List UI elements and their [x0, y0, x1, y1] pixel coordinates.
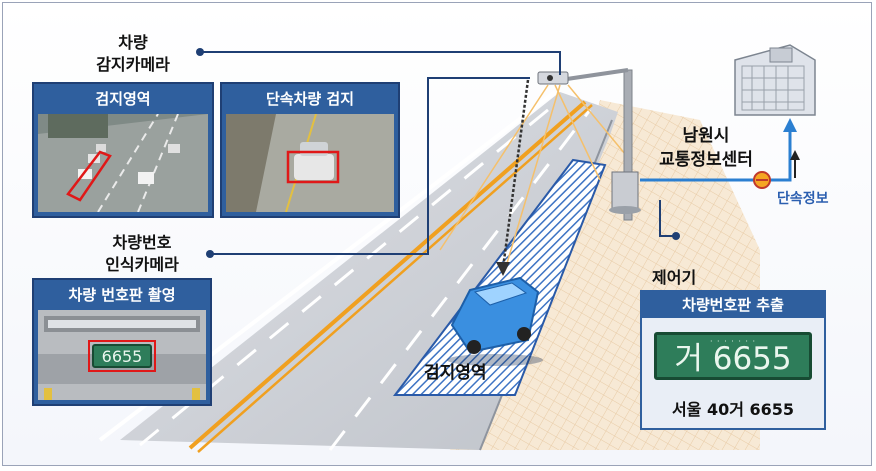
plate-extract-panel: 차량번호판 추출 · · · · · · · 거 6655 서울 40거 665… — [640, 290, 826, 430]
road-photo-illustration — [38, 114, 208, 212]
violation-detect-panel: 단속차량 검지 — [220, 82, 400, 218]
plate-capture-photo: 6655 — [38, 310, 206, 400]
violation-detect-panel-title: 단속차량 검지 — [265, 90, 355, 108]
enforcement-info-label: 단속정보 — [777, 191, 829, 207]
signal-dotted-line — [501, 79, 530, 269]
extracted-plate-text: 서울 40거 6655 — [671, 400, 795, 419]
detection-red-box — [66, 150, 112, 202]
controller-cabinet — [611, 171, 639, 211]
detection-zone-panel-title: 검지영역 — [95, 90, 151, 108]
detection-camera-label: 차량 감지카메라 — [78, 32, 188, 76]
extracted-plate: · · · · · · · 거 6655 — [654, 332, 812, 380]
lane-dash-right — [328, 109, 592, 451]
capture-plate: 6655 — [92, 344, 152, 368]
plate-camera-label-line2: 인식카메라 — [105, 255, 179, 274]
callout-plate-camera — [210, 77, 530, 255]
detection-camera-label-line1: 차량 — [118, 33, 148, 52]
plate-capture-panel-title: 차량 번호판 촬영 — [68, 286, 176, 304]
car-icon — [447, 276, 543, 366]
extracted-plate-number: 거 6655 — [674, 341, 792, 377]
link-to-center — [640, 130, 792, 182]
camera-beam-2 — [554, 84, 601, 181]
camera-lens — [547, 75, 553, 81]
traffic-center-label: 남원시 교통정보센터 — [636, 124, 776, 172]
traffic-center-building-icon — [734, 44, 816, 116]
link-arrowhead — [783, 118, 797, 132]
detection-zone-panel: 검지영역 — [32, 82, 214, 218]
callout-detect-camera — [200, 51, 561, 75]
camera-beam-1 — [439, 84, 549, 251]
camera-beam-3 — [504, 84, 561, 271]
controller-base — [609, 206, 641, 214]
detection-zone-photo — [38, 114, 208, 212]
signal-arrowhead — [496, 262, 510, 276]
plate-extract-panel-title: 차량번호판 추출 — [642, 292, 824, 318]
violation-detect-photo — [226, 114, 394, 212]
traffic-center-label-line2: 교통정보센터 — [659, 150, 753, 170]
capture-plate-red-box — [88, 340, 156, 372]
plate-capture-panel: 차량 번호판 촬영 6655 — [32, 278, 212, 406]
center-line-b — [197, 104, 593, 453]
callout-controller — [659, 200, 676, 237]
violation-red-box — [286, 150, 340, 184]
plate-camera-label: 차량번호 인식카메라 — [82, 232, 202, 276]
extracted-plate-region-strip: · · · · · · · — [709, 337, 757, 346]
controller-label: 제어기 — [652, 268, 697, 287]
detection-zone-road-label: 검지영역 — [424, 363, 487, 383]
center-line-a — [188, 100, 587, 450]
violation-photo-illustration — [226, 114, 394, 212]
plate-camera-label-line1: 차량번호 — [112, 233, 172, 252]
detection-camera-label-line2: 감지카메라 — [96, 55, 170, 74]
traffic-center-label-line1: 남원시 — [682, 126, 730, 146]
car-front-illustration — [38, 310, 206, 400]
camera-beam-4 — [567, 84, 631, 161]
gantry-arm — [559, 68, 629, 82]
capture-plate-number: 6655 — [101, 347, 143, 366]
